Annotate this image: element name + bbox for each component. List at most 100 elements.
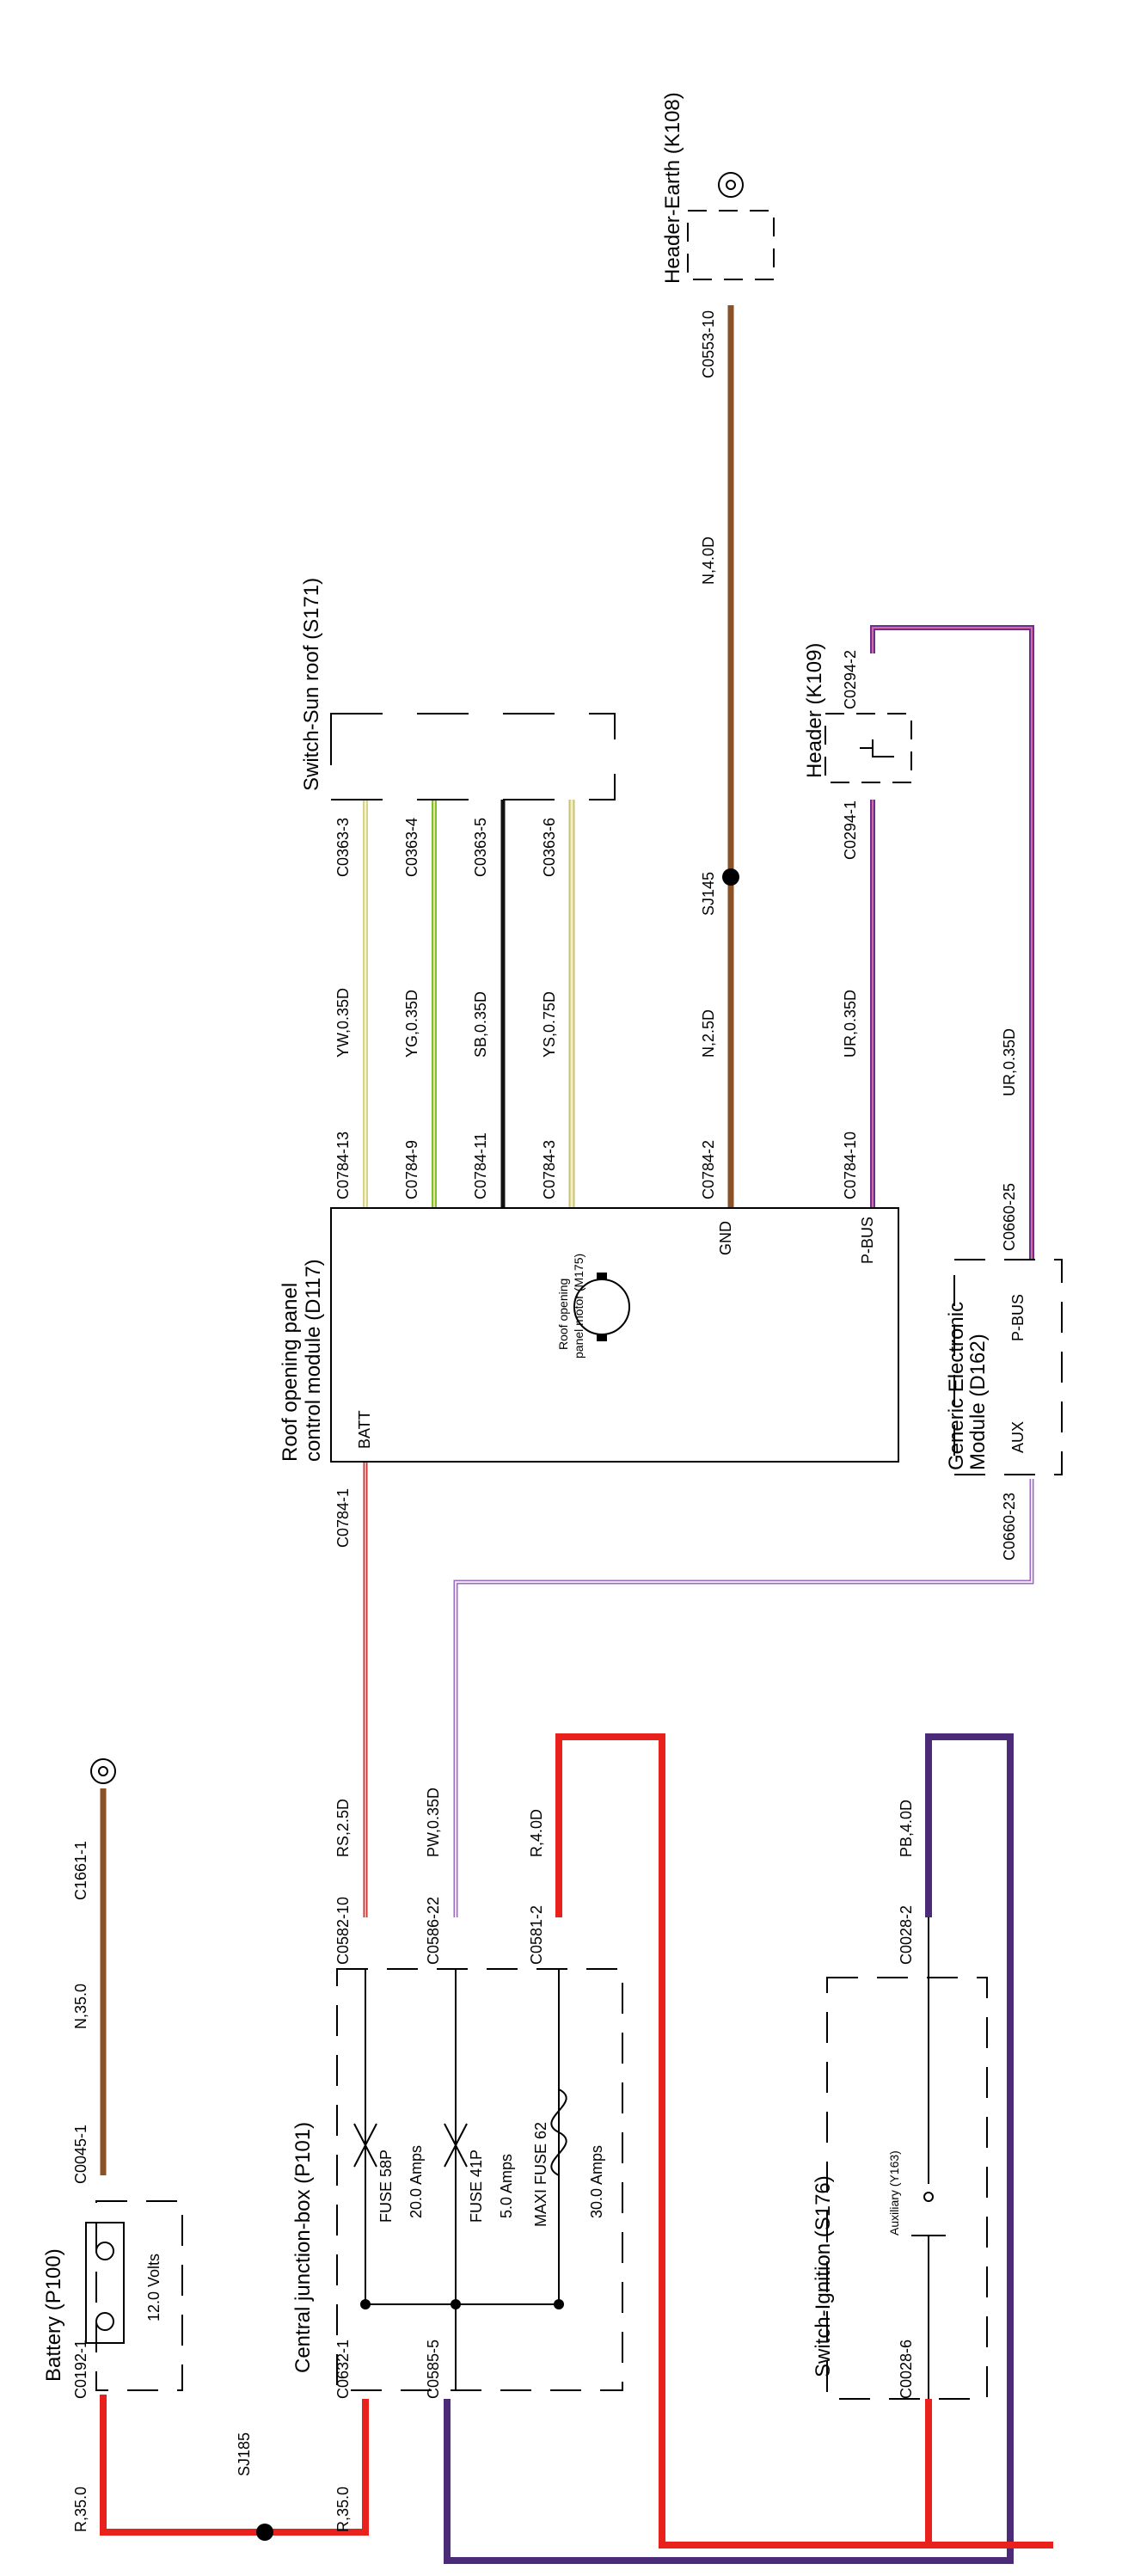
conn-c0294-1: C0294-1 [842, 800, 859, 860]
gem-aux-label: AUX [1009, 1421, 1027, 1453]
header-earth-title: Header-Earth (K108) [661, 92, 684, 284]
header-earth-terminal-inner [726, 180, 736, 190]
wire-ur035-b-line [870, 625, 1034, 1260]
conn-c0784-10: C0784-10 [842, 1132, 859, 1199]
splice-sj185 [256, 2524, 273, 2541]
module-title-2: control module (D117) [302, 1259, 325, 1462]
wire-label-rs25: RS,2.5D [334, 1799, 352, 1857]
battery-cell [85, 2222, 125, 2344]
gem-pbus-label: P-BUS [1009, 1294, 1027, 1341]
conn-c0585-5: C0585-5 [425, 2340, 442, 2399]
battery-title: Battery (P100) [42, 2248, 65, 2382]
header-earth-symbol [860, 739, 894, 757]
conn-c0581-2: C0581-2 [528, 1905, 545, 1965]
wire-label-r35-b: R,35.0 [334, 2487, 352, 2532]
ignition-box [826, 1977, 988, 2400]
wire-label-r40: R,4.0D [528, 1809, 545, 1857]
conn-c0553-10: C0553-10 [700, 310, 717, 378]
wire-label-pw035: PW,0.35D [425, 1788, 442, 1857]
motor-label-1: Roof opening [556, 1279, 570, 1350]
wire-label-ur035-a: UR,0.35D [842, 990, 859, 1058]
junction-node-1 [360, 2299, 371, 2309]
conn-c0045-1: C0045-1 [72, 2125, 89, 2184]
ignition-title: Switch-Ignition (S176) [812, 2175, 835, 2377]
header-earth-box [687, 210, 775, 280]
ignition-contact-pin [923, 2192, 934, 2202]
conn-c0660-23: C0660-23 [1001, 1493, 1018, 1561]
wire-label-yw035: YW,0.35D [334, 988, 352, 1058]
module-batt-label: BATT [356, 1410, 373, 1449]
wire-ur035-b-hl [872, 627, 1033, 1260]
wire-label-r35-a: R,35.0 [72, 2487, 89, 2532]
fuse-41p-label: FUSE 41P [468, 2150, 485, 2223]
fuse-58p-label: FUSE 58P [377, 2150, 395, 2223]
conn-c0784-9: C0784-9 [403, 1140, 420, 1199]
header-earth-terminal [718, 172, 744, 198]
gem-title-1: Generic Electronic [945, 1302, 968, 1470]
wire-label-sb035: SB,0.35D [472, 991, 489, 1058]
battery-minus-terminal [95, 2242, 114, 2260]
wire-pb40-line [444, 1733, 1014, 2564]
fuse-41p-symbol [444, 1969, 468, 2304]
module-title-1: Roof opening panel [279, 1283, 302, 1462]
maxi-fuse-label: MAXI FUSE 62 [532, 2122, 549, 2227]
wire-label-yg035: YG,0.35D [403, 990, 420, 1058]
fuse-58p-symbol [353, 1969, 377, 2304]
conn-c0028-6: C0028-6 [898, 2340, 915, 2399]
splice-label-sj185: SJ185 [236, 2432, 253, 2476]
junction-node-2 [451, 2299, 461, 2309]
battery-volts: 12.0 Volts [145, 2254, 162, 2321]
conn-c0784-2: C0784-2 [700, 1140, 717, 1199]
conn-c0784-11: C0784-11 [472, 1132, 489, 1199]
junction-busbar [365, 2303, 559, 2390]
earth-terminal-battery [90, 1758, 116, 1784]
wire-pw035-hl [455, 1479, 1033, 1917]
conn-c0660-25: C0660-25 [1001, 1183, 1018, 1251]
conn-c0784-3: C0784-3 [541, 1140, 558, 1199]
splice-label-sj145: SJ145 [700, 872, 717, 916]
sunroof-switch-title: Switch-Sun roof (S171) [300, 578, 323, 791]
motor-label-2: panel motor (M175) [572, 1254, 585, 1359]
header-title: Header (K109) [803, 643, 826, 778]
junction-node-3 [554, 2299, 564, 2309]
wire-label-pb40: PB,4.0D [898, 1800, 915, 1857]
wire-r35-main [100, 2395, 369, 2536]
conn-c0192-1: C0192-1 [72, 2340, 89, 2399]
ignition-contact [911, 1917, 946, 2399]
motor-brush-bottom [597, 1334, 607, 1341]
wire-r40-ign [925, 2399, 1053, 2548]
conn-c0586-22: C0586-22 [425, 1897, 442, 1965]
header-box [825, 713, 912, 783]
battery-plus-terminal [95, 2312, 114, 2331]
junction-box-title: Central junction-box (P101) [291, 2122, 315, 2373]
wire-r40-line [555, 1733, 1053, 2548]
wire-label-n35: N,35.0 [72, 1984, 89, 2029]
conn-c0363-4: C0363-4 [403, 818, 420, 877]
conn-c0363-3: C0363-3 [334, 818, 352, 877]
maxi-fuse-symbol [550, 1969, 567, 2304]
ignition-aux-label: Auxiliary (Y163) [887, 2150, 901, 2236]
conn-c1661-1: C1661-1 [72, 1841, 89, 1900]
splice-sj145 [722, 868, 739, 886]
fuse-41p-amps: 5.0 Amps [498, 2154, 515, 2218]
conn-c0028-2: C0028-2 [898, 1905, 915, 1965]
maxi-fuse-amps: 30.0 Amps [588, 2145, 605, 2218]
junction-box [336, 1968, 623, 2391]
wire-label-n25: N,2.5D [700, 1009, 717, 1058]
conn-c0582-10: C0582-10 [334, 1897, 352, 1965]
gem-title-2: Module (D162) [966, 1334, 990, 1470]
sunroof-switch-box [330, 713, 616, 800]
motor-brush-top [597, 1273, 607, 1279]
wire-label-n40: N,4.0D [700, 537, 717, 585]
earth-terminal-battery-inner [98, 1766, 108, 1776]
conn-c0784-1: C0784-1 [334, 1488, 352, 1548]
conn-c0363-6: C0363-6 [541, 818, 558, 877]
gem-box [953, 1259, 1063, 1475]
conn-c0294-2: C0294-2 [842, 650, 859, 709]
fuse-58p-amps: 20.0 Amps [408, 2145, 425, 2218]
conn-c0363-5: C0363-5 [472, 818, 489, 877]
module-pbus-label: P-BUS [859, 1217, 876, 1264]
module-gnd-label: GND [717, 1221, 734, 1255]
roof-module-box [330, 1207, 899, 1463]
